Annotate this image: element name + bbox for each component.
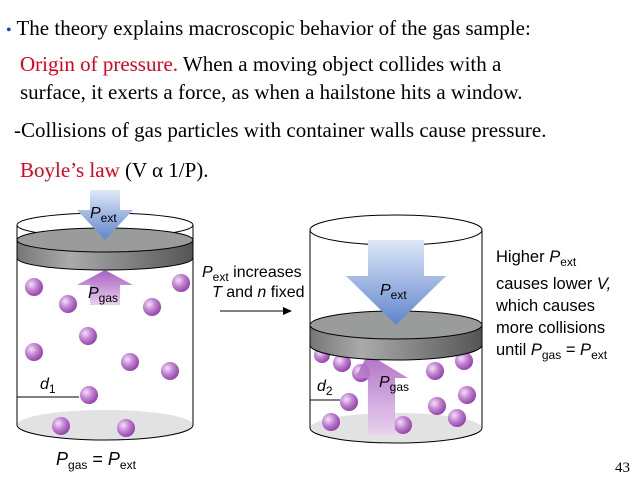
origin-of-pressure-heading: Origin of pressure. xyxy=(20,52,179,76)
gas-particles-left xyxy=(25,274,190,437)
bullet-icon: • xyxy=(6,22,12,39)
pgas-arrow-left xyxy=(77,270,133,305)
origin-line-2: surface, it exerts a force, as when a ha… xyxy=(20,80,523,104)
left-cylinder xyxy=(16,190,194,441)
transition-label-1: Pext increases xyxy=(202,264,302,284)
page-number: 43 xyxy=(615,460,630,476)
right-cylinder xyxy=(309,214,483,444)
boyles-law-heading: Boyle’s law xyxy=(20,158,120,182)
boyle-line: Boyle’s law (V α 1/P). xyxy=(20,158,209,182)
pext-arrow-right xyxy=(346,240,446,325)
pext-label-left: Pext xyxy=(90,205,117,225)
pgas-label-right: Pgas xyxy=(379,374,410,394)
d2-label: d2 xyxy=(317,378,333,398)
collisions-line: -Collisions of gas particles with contai… xyxy=(14,118,547,142)
d1-label: d1 xyxy=(40,376,56,396)
explanation-text: Higher Pext causes lower V, which causes… xyxy=(496,248,612,362)
pgas-arrow-right xyxy=(355,354,408,435)
pext-arrow-left xyxy=(77,190,133,240)
bullet-line: • The theory explains macroscopic behavi… xyxy=(6,16,531,43)
origin-line: Origin of pressure. When a moving object… xyxy=(20,52,501,76)
origin-text: When a moving object collides with a xyxy=(178,52,502,76)
transition-label-2: T and n fixed xyxy=(212,284,305,301)
intro-text: The theory explains macroscopic behavior… xyxy=(16,16,531,40)
boyle-formula: (V α 1/P). xyxy=(119,158,209,182)
pext-label-right: Pext xyxy=(380,282,407,302)
pgas-label-left: Pgas xyxy=(88,285,119,305)
equilibrium-label: Pgas = Pext xyxy=(56,449,136,472)
gas-particles-right xyxy=(314,347,476,434)
